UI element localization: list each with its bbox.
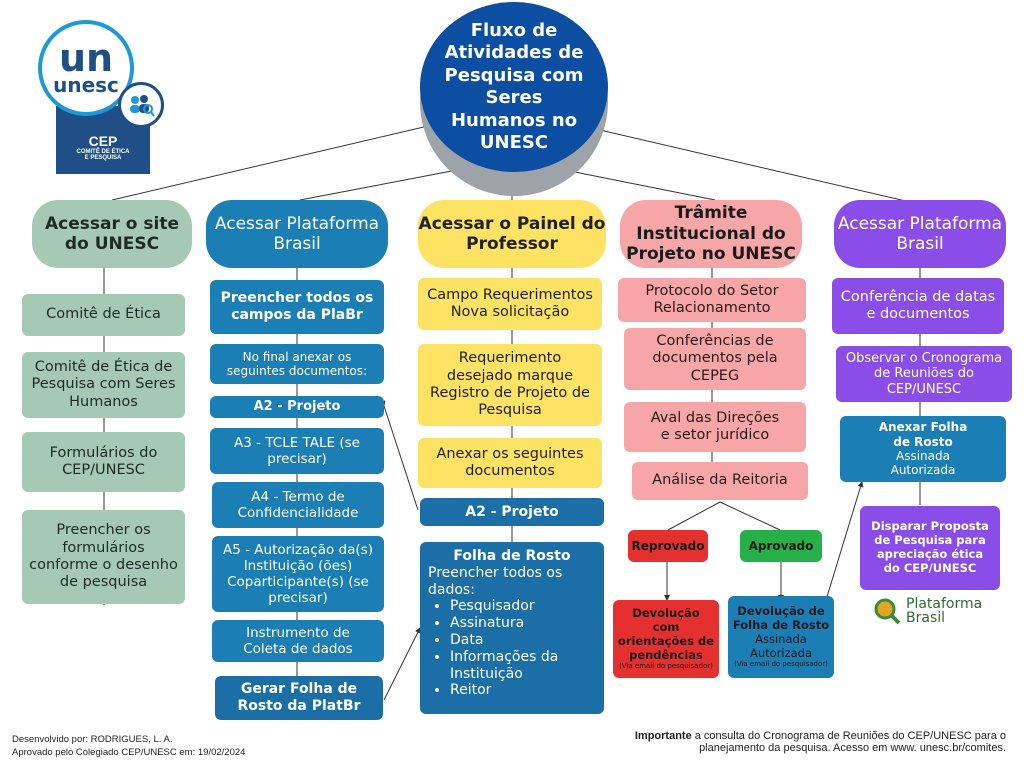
- devolucao-reprovado: Devolução com orientações de pendências …: [613, 600, 719, 678]
- folha-title: Folha de Rosto: [453, 548, 571, 564]
- page-title: Fluxo de Atividades de Pesquisa com Sere…: [420, 2, 608, 172]
- logo-mark: un: [58, 35, 114, 80]
- col2-header: Acessar Plataforma Brasil: [206, 200, 388, 268]
- col2-note: No final anexar os seguintes documentos:: [210, 344, 384, 384]
- dev-apr-sub: Assinada Autorizada: [749, 631, 813, 660]
- folha-sub: Preencher todos os dados:: [428, 564, 563, 598]
- devolucao-aprovado: Devolução de Folha de Rosto Assinada Aut…: [728, 596, 834, 678]
- reprovado-badge: Reprovado: [628, 530, 708, 562]
- plataforma-line1: Plataforma: [906, 596, 983, 612]
- col3-header: Acessar o Painel do Professor: [418, 200, 606, 268]
- col4-analise: Análise da Reitoria: [632, 462, 808, 500]
- col3-campo: Campo Requerimentos Nova solicitação: [418, 278, 602, 330]
- folha-item-2: Assinatura: [450, 615, 596, 632]
- col5-obs: Observar o Cronograma de Reuniões do CEP…: [836, 346, 1012, 402]
- folha-list: Pesquisador Assinatura Data Informações …: [428, 598, 596, 699]
- col5-anexar-sub: Assinada Autorizada: [890, 449, 956, 478]
- cep-full-1: COMITÊ DE ÉTICA: [76, 149, 130, 155]
- col1-item-3: Formulários do CEP/UNESC: [22, 432, 185, 492]
- col3-folha: Folha de Rosto Preencher todos os dados:…: [420, 542, 604, 714]
- magnifier-icon: [874, 598, 901, 625]
- col3-a2: A2 - Projeto: [420, 498, 604, 526]
- footer-imp-bold: Importante: [634, 730, 692, 742]
- logo-brand: unesc: [53, 73, 119, 98]
- col2-a5: A5 - Autorização da(s) Instituição (ões)…: [212, 536, 384, 612]
- col5-anexar: Anexar Folha de Rosto Assinada Autorizad…: [840, 416, 1006, 482]
- col2-gerar: Gerar Folha de Rosto da PlatBr: [215, 676, 383, 720]
- col2-fill: Preencher todos os campos da PlaBr: [210, 280, 384, 334]
- footer-dev: Desenvolvido por: RODRIGUES, L. A.: [12, 734, 173, 745]
- aprovado-badge: Aprovado: [740, 530, 822, 562]
- unesc-logo: un unesc: [38, 20, 134, 116]
- col2-a3: A3 - TCLE TALE (se precisar): [210, 428, 384, 474]
- folha-item-1: Pesquisador: [450, 598, 596, 615]
- dev-apr-note: (Via email do pesquisador): [734, 660, 828, 669]
- col1-header: Acessar o site do UNESC: [32, 200, 192, 268]
- col3-anexar: Anexar os seguintes documentos: [418, 438, 602, 488]
- plataforma-brasil-logo: Plataforma Brasil: [872, 594, 992, 628]
- col5-anexar-title: Anexar Folha de Rosto: [878, 420, 968, 449]
- col4-protocolo: Protocolo do Setor Relacionamento: [618, 278, 806, 322]
- cep-logo-block: CEP COMITÊ DE ÉTICA E PESQUISA: [56, 106, 150, 174]
- col1-item-4: Preencher os formulários conforme o dese…: [22, 510, 185, 604]
- col1-item-1: Comitê de Ética: [22, 294, 185, 336]
- dev-rep-note: (Via email do pesquisador): [619, 662, 713, 671]
- col4-aval: Aval das Direções e setor jurídico: [624, 402, 806, 452]
- people-search-icon: [118, 82, 164, 128]
- col4-header: Trâmite Institucional do Projeto no UNES…: [620, 200, 802, 268]
- footer-aprov: Aprovado pelo Colegiado CEP/UNESC em: 19…: [12, 747, 246, 758]
- col2-instr: Instrumento de Coleta de dados: [212, 620, 384, 662]
- folha-item-4: Informações da Instituição: [450, 649, 596, 683]
- folha-item-5: Reitor: [450, 682, 596, 699]
- col1-item-2: Comitê de Ética de Pesquisa com Seres Hu…: [22, 352, 185, 418]
- folha-item-3: Data: [450, 632, 596, 649]
- col2-a4: A4 - Termo de Confidencialidade: [212, 482, 384, 528]
- dev-apr-title: Devolução de Folha de Rosto: [732, 604, 830, 632]
- col3-req: Requerimento desejado marque Registro de…: [418, 344, 602, 426]
- footer-imp-text2: planejamento da pesquisa. Acesso em www.…: [699, 742, 1006, 754]
- plataforma-line2: Brasil: [906, 610, 946, 626]
- footer-important: Importante a consulta do Cronograma de R…: [596, 730, 1006, 754]
- col2-a2: A2 - Projeto: [210, 396, 384, 418]
- col5-header: Acessar Plataforma Brasil: [834, 200, 1006, 268]
- footer-imp-text: a consulta do Cronograma de Reuniões do …: [691, 730, 1006, 742]
- col5-disparar: Disparar Proposta de Pesquisa para aprec…: [860, 506, 1000, 590]
- col4-conferencias: Conferências de documentos pela CEPEG: [624, 328, 806, 390]
- col5-conf: Conferência de datas e documentos: [832, 278, 1004, 334]
- cep-full-2: E PESQUISA: [84, 155, 122, 161]
- dev-rep-title: Devolução com orientações de pendências: [617, 606, 715, 662]
- cep-label: CEP: [88, 133, 118, 149]
